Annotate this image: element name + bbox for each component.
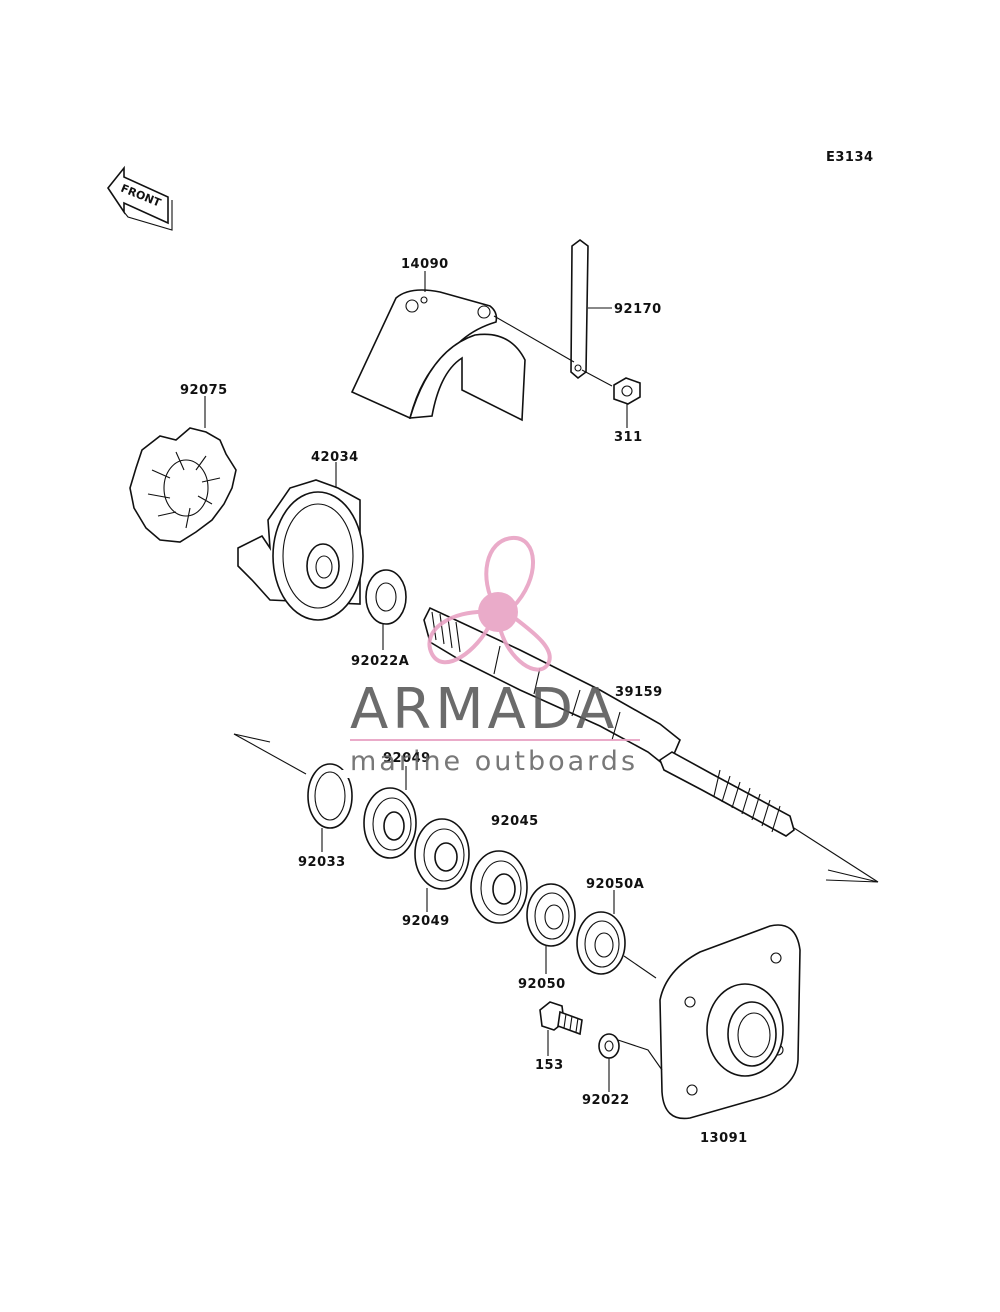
axis-line <box>233 733 307 775</box>
part-153-bolt <box>539 1001 583 1036</box>
label-92022A: 92022A <box>351 654 409 669</box>
label-92050A: 92050A <box>586 877 644 892</box>
front-arrow-icon: FRONT <box>107 165 173 231</box>
part-92033-circlip <box>307 763 354 829</box>
label-42034: 42034 <box>311 450 359 465</box>
part-92050A-seal <box>576 911 657 979</box>
part-92049-bearing-lower <box>414 818 470 890</box>
label-92049-upper: 92049 <box>383 751 431 766</box>
part-92049-bearing-upper <box>363 787 417 859</box>
watermark-tagline: marine outboards <box>350 746 638 777</box>
part-92022-washer <box>598 1033 620 1059</box>
part-311-nut <box>581 369 641 405</box>
part-42034-impeller <box>237 479 364 621</box>
label-311: 311 <box>614 430 643 445</box>
part-92075-damper <box>129 427 237 543</box>
label-92045: 92045 <box>491 814 539 829</box>
part-39159-shaft <box>423 606 879 883</box>
label-92075: 92075 <box>180 383 228 398</box>
label-92049-lower: 92049 <box>402 914 450 929</box>
label-153: 153 <box>535 1058 564 1073</box>
axis-arrowhead <box>233 733 271 743</box>
label-92033: 92033 <box>298 855 346 870</box>
leader-lines <box>204 271 663 1092</box>
label-13091: 13091 <box>700 1131 748 1146</box>
label-92022: 92022 <box>582 1093 630 1108</box>
label-92050: 92050 <box>518 977 566 992</box>
watermark-brand: ARMADA <box>350 677 618 742</box>
part-13091-plate <box>659 924 801 1120</box>
part-92170-strap <box>493 239 589 380</box>
label-92170: 92170 <box>614 302 662 317</box>
label-39159: 39159 <box>615 685 663 700</box>
diagram-code: E3134 <box>826 150 874 165</box>
part-14090-cover <box>350 289 526 422</box>
label-14090: 14090 <box>401 257 449 272</box>
propeller-logo-icon <box>427 535 552 672</box>
watermark: ARMADA marine outboards <box>350 535 640 777</box>
part-92022A-washer <box>365 569 407 625</box>
part-92050-seal <box>526 883 576 947</box>
part-92045-bearing <box>470 850 528 924</box>
